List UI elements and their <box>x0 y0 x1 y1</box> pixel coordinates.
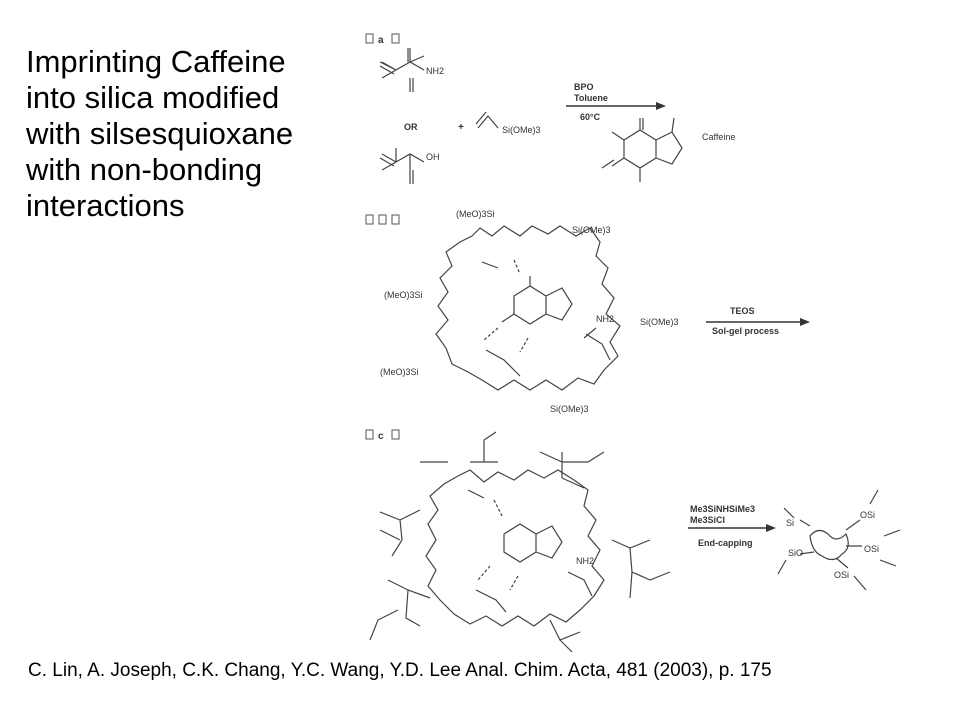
reaction-arrow-b: TEOS Sol-gel process <box>706 306 810 336</box>
reagent-sol-gel: Sol-gel process <box>712 326 779 336</box>
panel-label-c: c <box>378 431 384 442</box>
silane-group: Si(OMe)3 <box>502 125 541 135</box>
panel-bracket <box>391 214 400 225</box>
amide-group: NH2 <box>596 314 614 324</box>
amide-group: NH2 <box>426 66 444 76</box>
silyl-group: OSi <box>860 510 875 520</box>
reagent-tmscl: Me3SiCl <box>690 515 725 525</box>
silyl-group: (MeO)3Si <box>456 209 495 219</box>
silyl-group: OSi <box>864 544 879 554</box>
panel-bracket <box>365 33 374 44</box>
panel-bracket <box>391 429 400 440</box>
silyl-group: Si(OMe)3 <box>640 317 679 327</box>
methacrylic-acid-structure: OH <box>379 148 440 184</box>
silyl-group: Si(OMe)3 <box>572 225 611 235</box>
panel-b: (MeO)3Si Si(OMe)3 (MeO)3Si Si(OMe)3 (MeO… <box>365 209 810 414</box>
reaction-arrow-a: BPO Toluene 60°C <box>566 82 666 122</box>
silanol-branches <box>369 431 671 653</box>
amide-group: NH2 <box>576 556 594 566</box>
panel-c: c NH2 Me3SiNHSiMe3 Me3SiCl End-capping S… <box>365 429 901 653</box>
panel-bracket <box>391 33 400 44</box>
silyl-group: OSi <box>834 570 849 580</box>
reagent-end-capping: End-capping <box>698 538 753 548</box>
title-line: into silica modified <box>26 80 280 115</box>
end-capped-product: Si OSi OSi SiO OSi <box>777 489 901 591</box>
reference-citation: C. Lin, A. Joseph, C.K. Chang, Y.C. Wang… <box>28 660 772 681</box>
or-label: OR <box>404 122 418 132</box>
title-line: interactions <box>26 188 185 223</box>
silyl-group: (MeO)3Si <box>384 290 423 300</box>
panel-bracket <box>365 429 374 440</box>
reagent-bpo: BPO <box>574 82 594 92</box>
plus-sign: + <box>458 122 464 133</box>
imprinted-caffeine-capped: NH2 <box>467 489 594 613</box>
silyl-group: Si <box>786 518 794 528</box>
methacrylamide-structure: NH2 <box>379 48 444 92</box>
acid-group: OH <box>426 152 440 162</box>
silyl-group: SiO <box>788 548 803 558</box>
panel-bracket <box>378 214 387 225</box>
slide-title: Imprinting Caffeine into silica modified… <box>26 44 356 224</box>
polymer-chain-capped <box>425 469 605 627</box>
caffeine-label: Caffeine <box>702 132 735 142</box>
panel-label-a: a <box>378 35 384 46</box>
vinyl-silane-structure: Si(OMe)3 <box>475 111 541 135</box>
caffeine-structure: Caffeine <box>601 117 735 182</box>
reagent-temperature: 60°C <box>580 112 601 122</box>
panel-bracket <box>365 214 374 225</box>
panel-a: a NH2 OR + OH Si(OMe)3 BPO Toluene 60°C <box>365 33 735 184</box>
title-line: with silsesquioxane <box>26 116 294 151</box>
reagent-hmds: Me3SiNHSiMe3 <box>690 504 755 514</box>
reaction-arrow-c: Me3SiNHSiMe3 Me3SiCl End-capping <box>688 504 776 548</box>
reagent-teos: TEOS <box>730 306 755 316</box>
title-line: with non-bonding <box>26 152 263 187</box>
title-line: Imprinting Caffeine <box>26 44 286 79</box>
reagent-toluene: Toluene <box>574 93 608 103</box>
imprinted-caffeine: NH2 <box>481 259 614 377</box>
polymer-chain <box>435 225 621 391</box>
silyl-group: (MeO)3Si <box>380 367 419 377</box>
silyl-group: Si(OMe)3 <box>550 404 589 414</box>
